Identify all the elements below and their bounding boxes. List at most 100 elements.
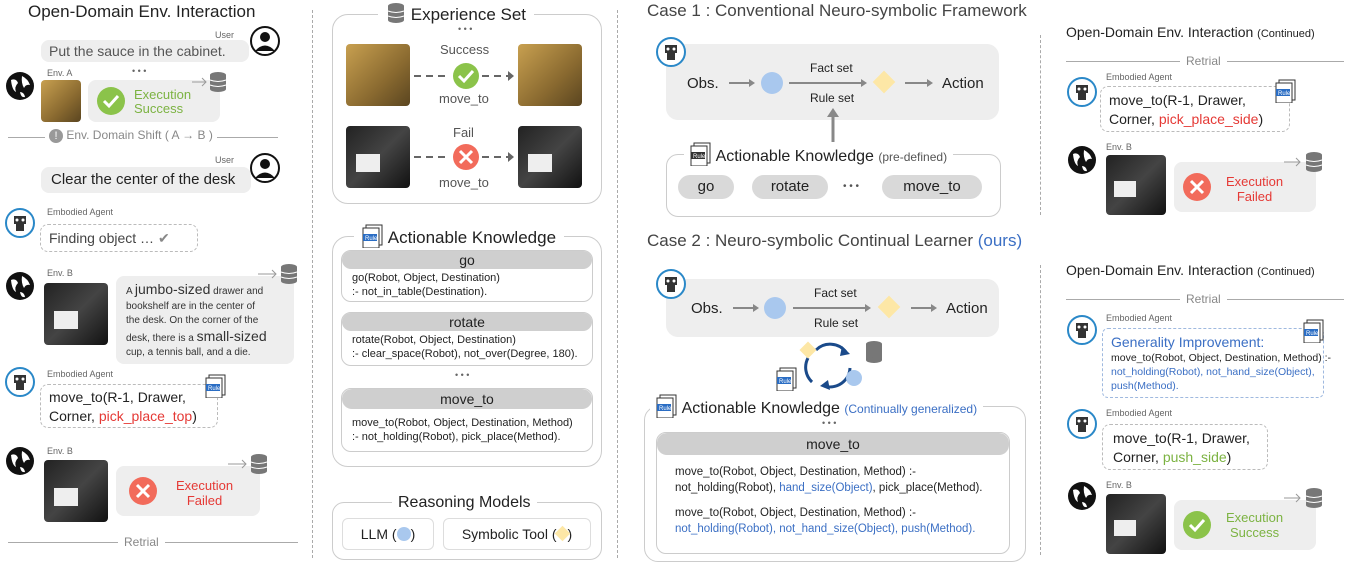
rule-move-to-card: move_to move_to(Robot, Object, Destinati… (341, 388, 593, 452)
env-a-label: Env. A (47, 68, 73, 78)
case1-ak-title: Rule Actionable Knowledge (pre-defined) (684, 142, 954, 167)
case1-pill-dots: • • • (843, 181, 860, 192)
agent-label-2: Embodied Agent (47, 369, 114, 379)
exp-photo-4 (518, 126, 582, 188)
case2-fact-set: Fact set (814, 286, 857, 300)
fail-arrow (414, 144, 514, 170)
exec-success-box: Execution Success (88, 80, 220, 122)
case2-r1-body-c: , pick_place(Method). (872, 482, 983, 494)
user-avatar-icon (250, 26, 280, 61)
action1-line2c: ) (192, 408, 197, 424)
llm-box: LLM () (342, 518, 434, 550)
rule-move-to-body: :- not_holding(Robot), pick_place(Method… (352, 431, 561, 443)
rule-go-card: go go(Robot, Object, Destination) :- not… (341, 250, 593, 302)
rule-icon: Rule (205, 374, 227, 403)
database-icon (190, 70, 230, 99)
desc-p1: A (126, 286, 135, 297)
left-title: Open-Domain Env. Interaction (28, 2, 256, 21)
right1-retrial: Retrial (1180, 54, 1227, 68)
case2-rule-set: Rule set (814, 316, 859, 330)
robot-icon-3 (655, 36, 687, 73)
exec-failed-box: Execution Failed (116, 466, 260, 516)
right2-retrial: Retrial (1180, 292, 1227, 306)
right2-action-box: move_to(R-1, Drawer, Corner, push_side) (1102, 424, 1268, 470)
rule-rotate-card: rotate rotate(Robot, Object, Destination… (341, 312, 593, 366)
exp-dots: • • • (458, 24, 473, 34)
llm-circle-icon (396, 527, 411, 541)
action1-method: pick_place_top (98, 408, 193, 424)
cross-icon (129, 477, 157, 505)
separator-1 (312, 10, 313, 558)
symbolic-label: Symbolic Tool ( (461, 526, 557, 542)
robot-icon-7 (1066, 408, 1098, 445)
separator-4 (1040, 265, 1041, 555)
case1-pill-move-to: move_to (882, 175, 982, 199)
rule-icon-5: Rule (656, 394, 677, 419)
database-icon-5 (1282, 150, 1326, 179)
finding-object-label: Finding object … (49, 230, 155, 246)
case1-pill-rotate: rotate (752, 175, 828, 199)
separator-2 (617, 10, 618, 558)
generality-l3: push(Method). (1111, 380, 1179, 392)
case1-fact-set: Fact set (810, 61, 853, 75)
case2-r2-sig: move_to(Robot, Object, Destination, Meth… (675, 507, 916, 519)
env-b-photo-1 (44, 283, 108, 345)
case2-flow (733, 295, 937, 319)
action1-line2a: Corner, (49, 408, 99, 424)
llm-label: LLM ( (360, 526, 397, 542)
rule-go-name: go (342, 251, 592, 269)
finding-object: Finding object … ✔ (40, 224, 198, 252)
robot-icon-6 (1066, 314, 1098, 351)
right2-line1: move_to(R-1, Drawer, (1113, 430, 1250, 446)
case2-ours: (ours) (977, 231, 1023, 250)
case2-rule-card: move_to move_to(Robot, Object, Destinati… (656, 432, 1010, 554)
rule-icon-3: Rule (690, 142, 711, 167)
right1-agent-label: Embodied Agent (1106, 72, 1173, 82)
rule-icon-6: Rule (1275, 79, 1297, 108)
right1-env-b: Env. B (1106, 142, 1132, 152)
robot-icon (4, 207, 36, 244)
cross-icon-2 (1183, 173, 1211, 201)
rule-dots: • • • (455, 370, 470, 380)
right2-method: push_side (1162, 449, 1227, 465)
env-a-photo (41, 80, 81, 122)
case2-r1-body-b: hand_size(Object) (779, 482, 873, 494)
llm-close: ) (410, 526, 416, 542)
generality-l2: not_holding(Robot), not_hand_size(Object… (1111, 366, 1315, 378)
right1-method: pick_place_side (1158, 111, 1259, 127)
database-icon-3 (226, 452, 270, 481)
robot-icon-2 (4, 366, 36, 403)
user-avatar-icon-2 (250, 153, 280, 188)
right1-line2c: ) (1258, 111, 1264, 127)
check-icon-2 (1183, 511, 1211, 539)
rule-icon-7: Rule (1303, 319, 1325, 348)
right2-env-b: Env. B (1106, 480, 1132, 490)
case1-rule-set: Rule set (810, 91, 855, 105)
right2-title: Open-Domain Env. Interaction (Continued) (1066, 262, 1315, 278)
right1-action-box: move_to(R-1, Drawer, Corner, pick_place_… (1100, 86, 1290, 132)
case1-ak-label: Actionable Knowledge (715, 148, 874, 165)
domain-shift: ! Env. Domain Shift ( A → B ) (45, 128, 217, 143)
continual-cycle (799, 341, 882, 390)
case2-obs: Obs. (691, 300, 723, 317)
check-mark-icon: ✔ (157, 230, 170, 246)
globe-icon (4, 70, 36, 107)
case2-action: Action (946, 300, 988, 317)
env-b-label-2: Env. B (47, 446, 73, 456)
alert-icon: ! (49, 129, 63, 143)
svg-text:Rule: Rule (1278, 91, 1291, 97)
desc-p6: cup, a tennis ball, and a die. (126, 347, 251, 358)
env-b-photo-2 (44, 460, 108, 522)
generality-title: Generality Improvement: (1111, 334, 1265, 350)
svg-text:Rule: Rule (365, 236, 378, 242)
success-arrow (414, 63, 514, 89)
rule-rotate-sig: rotate(Robot, Object, Destination) (352, 334, 516, 346)
case2-ak-note: (Continually generalized) (844, 402, 978, 416)
rule-rotate-name: rotate (342, 313, 592, 331)
exec-success-line2: Success (134, 101, 184, 116)
case2-dots: • • • (822, 418, 837, 428)
ak-title: Rule Actionable Knowledge (354, 224, 565, 249)
symbolic-close: ) (567, 526, 573, 542)
right1-failed-line1: Execution (1226, 174, 1284, 189)
user-label: User (215, 30, 235, 40)
